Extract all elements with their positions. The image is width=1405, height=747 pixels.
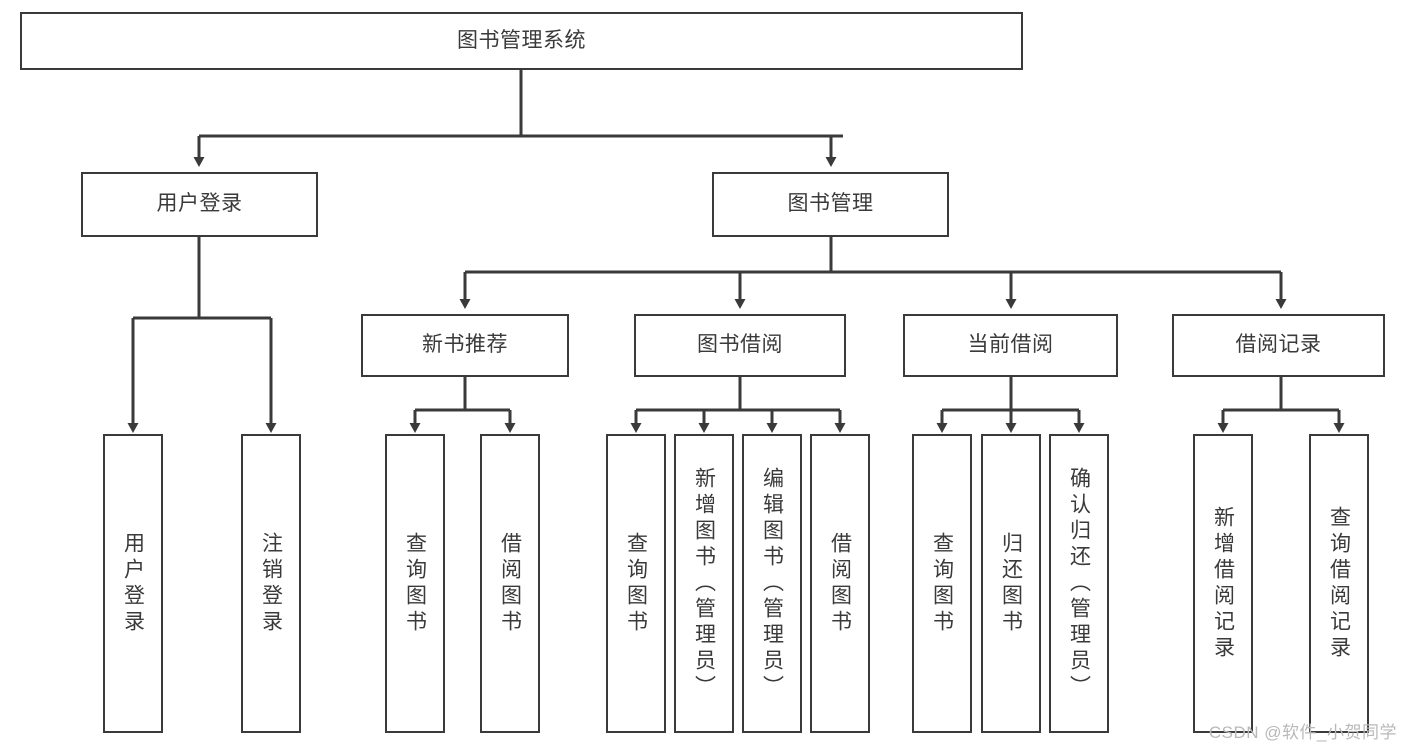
leaf-record-add[interactable]: 新增借阅记录 <box>1193 434 1253 733</box>
leaf-borrow-query-book-label: 查询图书 <box>624 531 648 636</box>
node-book-management[interactable]: 图书管理 <box>712 172 949 237</box>
node-root-label: 图书管理系统 <box>457 28 586 52</box>
node-book-borrow[interactable]: 图书借阅 <box>634 314 846 377</box>
node-user-login-label: 用户登录 <box>156 192 243 216</box>
leaf-borrow-borrow-book-label: 借阅图书 <box>828 531 852 636</box>
node-current-borrow-label: 当前借阅 <box>967 333 1054 357</box>
leaf-current-confirm-return[interactable]: 确认归还（管理员） <box>1049 434 1109 733</box>
leaf-user-login-login[interactable]: 用户登录 <box>103 434 163 733</box>
leaf-borrow-query-book[interactable]: 查询图书 <box>606 434 666 733</box>
node-new-book-recommend-label: 新书推荐 <box>422 333 508 357</box>
leaf-user-login-logout[interactable]: 注销登录 <box>241 434 301 733</box>
leaf-new-book-query[interactable]: 查询图书 <box>385 434 445 733</box>
node-root[interactable]: 图书管理系统 <box>20 12 1023 70</box>
leaf-borrow-edit-book-label: 编辑图书（管理员） <box>760 466 784 701</box>
leaf-borrow-add-book-label: 新增图书（管理员） <box>692 466 716 701</box>
leaf-current-query-book-label: 查询图书 <box>930 531 954 636</box>
leaf-borrow-add-book[interactable]: 新增图书（管理员） <box>674 434 734 733</box>
node-borrow-record[interactable]: 借阅记录 <box>1172 314 1385 377</box>
node-new-book-recommend[interactable]: 新书推荐 <box>361 314 569 377</box>
leaf-user-login-logout-label: 注销登录 <box>259 531 283 636</box>
node-borrow-record-label: 借阅记录 <box>1235 333 1322 357</box>
node-book-borrow-label: 图书借阅 <box>697 333 783 357</box>
node-current-borrow[interactable]: 当前借阅 <box>903 314 1118 377</box>
leaf-new-book-borrow-label: 借阅图书 <box>498 531 522 636</box>
node-book-management-label: 图书管理 <box>787 192 874 216</box>
leaf-record-query[interactable]: 查询借阅记录 <box>1309 434 1369 733</box>
leaf-current-return-book[interactable]: 归还图书 <box>981 434 1041 733</box>
leaf-current-query-book[interactable]: 查询图书 <box>912 434 972 733</box>
leaf-new-book-borrow[interactable]: 借阅图书 <box>480 434 540 733</box>
leaf-borrow-edit-book[interactable]: 编辑图书（管理员） <box>742 434 802 733</box>
watermark: CSDN @软件_小贺同学 <box>1208 723 1397 742</box>
leaf-current-confirm-return-label: 确认归还（管理员） <box>1067 466 1091 701</box>
node-user-login[interactable]: 用户登录 <box>81 172 318 237</box>
leaf-new-book-query-label: 查询图书 <box>403 531 427 636</box>
leaf-current-return-book-label: 归还图书 <box>999 531 1023 636</box>
leaf-record-query-label: 查询借阅记录 <box>1327 505 1351 662</box>
leaf-record-add-label: 新增借阅记录 <box>1211 505 1235 662</box>
leaf-borrow-borrow-book[interactable]: 借阅图书 <box>810 434 870 733</box>
leaf-user-login-login-label: 用户登录 <box>121 531 145 636</box>
